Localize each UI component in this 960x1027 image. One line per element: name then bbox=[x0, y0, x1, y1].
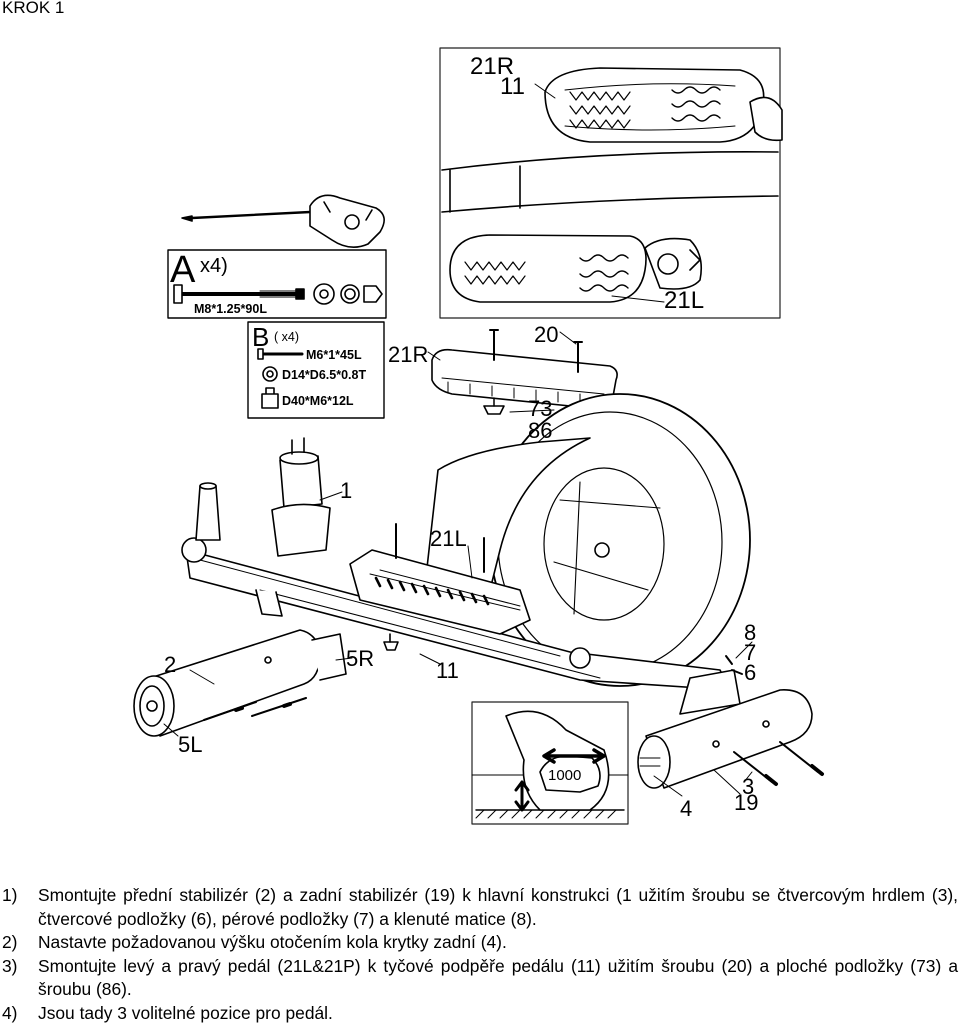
step-text: Smontujte přední stabilizér (2) a zadní … bbox=[38, 885, 958, 929]
elliptical-frame bbox=[181, 393, 751, 715]
step-text: Smontujte levý a pravý pedál (21L&21P) k… bbox=[38, 955, 958, 1000]
step-number: 2) bbox=[2, 932, 18, 952]
part-label-3: 3 bbox=[742, 774, 754, 799]
front-stabilizer-part bbox=[133, 629, 347, 737]
instruction-step: 4) Jsou tady 3 volitelné pozice pro pedá… bbox=[2, 1002, 958, 1026]
part-label-73: 73 bbox=[528, 396, 552, 421]
part-label-1: 1 bbox=[340, 478, 352, 503]
step-text: Jsou tady 3 volitelné pozice pro pedál. bbox=[38, 1002, 333, 1023]
step-number: 1) bbox=[2, 885, 18, 905]
tool-wrench-icon bbox=[181, 194, 385, 248]
part-label-5l: 5L bbox=[178, 732, 202, 757]
part-label-8: 8 bbox=[744, 620, 756, 645]
pedal-detail-inset bbox=[439, 47, 783, 319]
part-label-21l: 21L bbox=[430, 526, 467, 551]
rear-stabilizer-part bbox=[637, 689, 824, 789]
assembly-instructions: 1) Smontujte přední stabilizér (2) a zad… bbox=[2, 884, 958, 1025]
part-label-2: 2 bbox=[164, 652, 176, 677]
assembly-diagram: 21R 11 21L A x4) M8*1.25*90L bbox=[133, 47, 824, 825]
box-b-bolt-spec: M6*1*45L bbox=[306, 348, 362, 362]
part-label-11: 11 bbox=[436, 658, 459, 683]
instruction-step: 3) Smontujte levý a pravý pedál (21L&21P… bbox=[2, 955, 958, 1002]
step-text: Nastavte požadovanou výšku otočením kola… bbox=[38, 932, 507, 952]
knob-digits: 1000 bbox=[548, 767, 581, 784]
instruction-step: 1) Smontujte přední stabilizér (2) a zad… bbox=[2, 884, 958, 931]
box-b-nut-spec: D40*M6*12L bbox=[282, 394, 354, 408]
part-label-7: 7 bbox=[744, 640, 756, 665]
part-label-20: 20 bbox=[534, 322, 558, 347]
leader-lines bbox=[163, 331, 753, 797]
part-label-19: 19 bbox=[734, 790, 758, 815]
box-b-letter: B bbox=[252, 322, 269, 352]
hardware-box-b bbox=[247, 321, 385, 419]
inset-label-21r: 21R bbox=[470, 53, 514, 80]
part-label-4: 4 bbox=[680, 796, 692, 821]
instruction-step: 2) Nastavte požadovanou výšku otočením k… bbox=[2, 931, 958, 955]
box-b-washer-spec: D14*D6.5*0.8T bbox=[282, 368, 366, 382]
part-label-5r: 5R bbox=[346, 646, 374, 671]
box-a-count: x4) bbox=[200, 255, 228, 277]
inset-label-21l: 21L bbox=[664, 287, 704, 314]
step-number: 4) bbox=[2, 1002, 18, 1023]
step-number: 3) bbox=[2, 955, 18, 976]
box-a-bolt-spec: M8*1.25*90L bbox=[194, 302, 267, 316]
box-a-letter: A bbox=[170, 249, 196, 291]
part-label-21r: 21R bbox=[388, 342, 428, 367]
hardware-box-a bbox=[167, 249, 387, 319]
part-label-86: 86 bbox=[528, 418, 552, 443]
inset-label-11: 11 bbox=[500, 73, 525, 100]
wheel-cap-detail-inset bbox=[471, 701, 629, 825]
box-b-count: ( x4) bbox=[274, 330, 299, 344]
page-title: KROK 1 bbox=[2, 0, 65, 17]
part-label-6: 6 bbox=[744, 660, 756, 685]
